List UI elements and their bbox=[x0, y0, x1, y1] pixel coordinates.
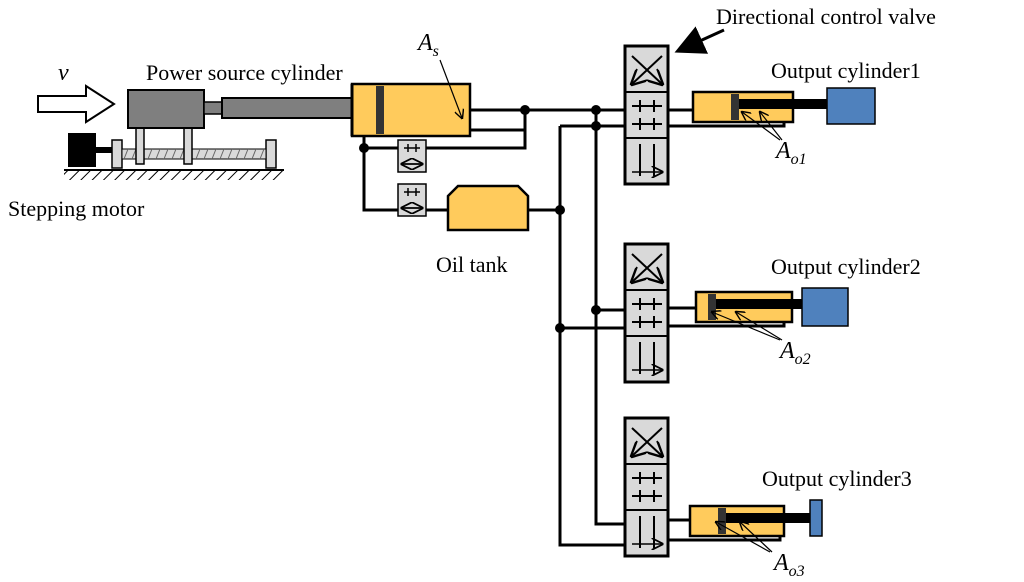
area-out3-symbol: Ao3 bbox=[772, 550, 805, 580]
oil-tank-label: Oil tank bbox=[436, 252, 508, 277]
area-out2-symbol: Ao2 bbox=[778, 338, 811, 368]
output-cylinder-1 bbox=[691, 87, 876, 125]
hollow-right-arrow-icon bbox=[37, 84, 116, 124]
slider-block bbox=[127, 89, 205, 129]
check-valve-upper bbox=[397, 139, 427, 173]
output-cylinder-3 bbox=[688, 499, 823, 538]
velocity-symbol: v bbox=[58, 60, 69, 86]
output-cylinder3-label: Output cylinder3 bbox=[762, 466, 912, 491]
check-valve-lower bbox=[397, 183, 427, 217]
black-arrow-icon bbox=[674, 26, 725, 54]
screw-support-right bbox=[265, 139, 277, 169]
load-block-1 bbox=[826, 87, 876, 125]
output-cylinder-2 bbox=[694, 287, 849, 327]
screw-support-left bbox=[111, 139, 123, 169]
power-source-cylinder bbox=[203, 82, 472, 138]
area-out1-symbol: Ao1 bbox=[774, 138, 807, 168]
stepping-motor-label: Stepping motor bbox=[8, 196, 145, 221]
stepping-motor bbox=[68, 133, 96, 167]
directional-control-valve-1 bbox=[623, 44, 670, 186]
stepping-motor-assembly bbox=[64, 89, 284, 180]
directional-control-valve-2 bbox=[623, 242, 670, 384]
output-cylinder2-label: Output cylinder2 bbox=[771, 254, 921, 279]
directional-control-valve-label: Directional control valve bbox=[716, 4, 936, 29]
lead-screw bbox=[121, 148, 267, 160]
area-source-symbol: As bbox=[416, 30, 439, 60]
source-piston bbox=[376, 86, 384, 134]
directional-control-valve-3 bbox=[623, 416, 670, 558]
ground-hatch bbox=[64, 170, 284, 180]
pipe-junctions bbox=[359, 105, 601, 333]
output-rod-3 bbox=[726, 513, 812, 523]
load-block-2 bbox=[801, 287, 849, 327]
output-rod-1 bbox=[739, 99, 829, 109]
output-cylinder1-label: Output cylinder1 bbox=[771, 58, 921, 83]
oil-tank bbox=[446, 184, 530, 232]
output-rod-2 bbox=[716, 299, 802, 309]
power-source-cylinder-label: Power source cylinder bbox=[146, 60, 343, 85]
load-block-3 bbox=[809, 499, 823, 537]
hydraulic-pipes bbox=[362, 108, 786, 547]
